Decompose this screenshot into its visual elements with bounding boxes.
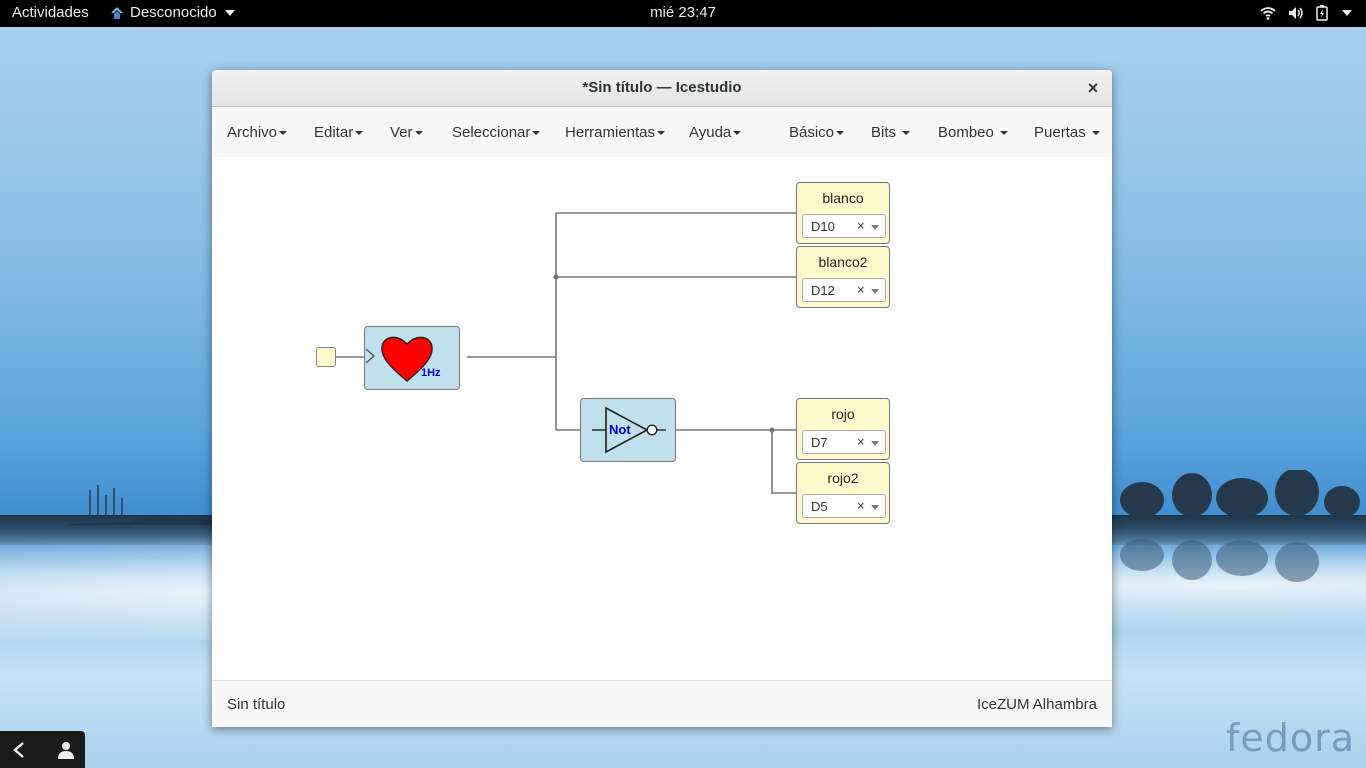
pin-select[interactable]: D7 × <box>802 430 886 454</box>
menu-label: Herramientas <box>565 124 656 141</box>
app-menu[interactable]: Desconocido <box>110 4 235 21</box>
clear-icon[interactable]: × <box>857 498 865 513</box>
pin-name: blanco <box>822 190 864 206</box>
menu-label: Básico <box>789 124 835 141</box>
menu-bits[interactable]: Bits <box>871 124 911 141</box>
clear-icon[interactable]: × <box>857 434 865 449</box>
window-title: *Sin título — Icestudio <box>582 79 742 96</box>
dropdown-arrow-icon[interactable] <box>871 505 879 510</box>
wires-layer <box>336 212 796 494</box>
caret-down-icon <box>902 130 911 135</box>
menu-label: Bits <box>871 124 897 141</box>
menu-herramientas[interactable]: Herramientas <box>565 124 666 141</box>
pin-select[interactable]: D10 × <box>802 214 886 238</box>
back-arrow-icon[interactable] <box>12 741 26 759</box>
wire-rojo2 <box>771 430 796 494</box>
caret-down-icon <box>836 130 845 135</box>
output-pin-rojo[interactable]: rojo D7 × <box>796 398 890 460</box>
menu-puertas[interactable]: Puertas <box>1034 124 1100 141</box>
user-icon[interactable] <box>56 740 76 760</box>
not-gate-block[interactable]: Not <box>580 398 676 462</box>
wifi-icon <box>1260 7 1276 20</box>
pin-value: D12 <box>811 283 835 298</box>
desktop-trees-right <box>1120 470 1360 582</box>
status-bar: Sin título IceZUM Alhambra <box>212 680 1112 727</box>
system-tray[interactable] <box>1260 5 1352 21</box>
battery-icon <box>1316 5 1328 21</box>
heart-icon <box>365 336 433 382</box>
caret-down-icon <box>414 130 423 135</box>
menu-label: Puertas <box>1034 124 1086 141</box>
pin-value: D7 <box>811 435 828 450</box>
menu-label: Seleccionar <box>452 124 531 141</box>
pin-value: D5 <box>811 499 828 514</box>
not-gate-icon <box>592 406 666 454</box>
desktop-trees-left <box>70 485 212 525</box>
menu-bombeo[interactable]: Bombeo <box>938 124 1008 141</box>
constant-input-block[interactable] <box>316 347 336 367</box>
caret-down-icon <box>355 130 364 135</box>
menu-label: Ayuda <box>689 124 732 141</box>
app-icon <box>111 6 123 19</box>
menu-seleccionar[interactable]: Seleccionar <box>452 124 541 141</box>
fedora-logo: fedora <box>1226 716 1356 760</box>
gnome-top-bar: Actividades Desconocido mié 23:47 <box>0 0 1366 27</box>
menu-label: Ver <box>390 124 413 141</box>
project-name: Sin título <box>227 696 286 713</box>
pin-select[interactable]: D5 × <box>802 494 886 518</box>
not-label: Not <box>609 422 631 437</box>
clock: mié 23:47 <box>0 4 1366 21</box>
menu-label: Editar <box>314 124 354 141</box>
caret-down-icon <box>733 130 742 135</box>
wire-junction <box>769 427 775 433</box>
output-pin-blanco[interactable]: blanco D10 × <box>796 182 890 244</box>
design-canvas[interactable]: 1Hz Not blanco D10 × blanco2 D12 <box>212 157 1112 680</box>
menu-basico[interactable]: Básico <box>789 124 845 141</box>
output-pin-blanco2[interactable]: blanco2 D12 × <box>796 246 890 308</box>
clear-icon[interactable]: × <box>857 218 865 233</box>
activities-button[interactable]: Actividades <box>12 4 89 21</box>
window-titlebar[interactable]: *Sin título — Icestudio × <box>212 70 1112 107</box>
icestudio-window: *Sin título — Icestudio × Archivo Editar… <box>212 70 1112 727</box>
dropdown-arrow-icon[interactable] <box>871 441 879 446</box>
menu-bar: Archivo Editar Ver Seleccionar Herramien… <box>212 107 1112 158</box>
pin-name: blanco2 <box>818 254 868 270</box>
close-button[interactable]: × <box>1087 78 1099 98</box>
menu-editar[interactable]: Editar <box>314 124 364 141</box>
caret-down-icon <box>279 130 288 135</box>
output-pin-rojo2[interactable]: rojo2 D5 × <box>796 462 890 524</box>
menu-label: Bombeo <box>938 124 994 141</box>
pin-name: rojo2 <box>827 470 859 486</box>
board-name[interactable]: IceZUM Alhambra <box>976 696 1097 713</box>
pin-name: rojo <box>831 406 855 422</box>
clear-icon[interactable]: × <box>857 282 865 297</box>
app-menu-label: Desconocido <box>130 4 217 21</box>
pin-select[interactable]: D12 × <box>802 278 886 302</box>
menu-ver[interactable]: Ver <box>390 124 423 141</box>
menu-label: Archivo <box>227 124 278 141</box>
menu-archivo[interactable]: Archivo <box>227 124 288 141</box>
menu-ayuda[interactable]: Ayuda <box>689 124 742 141</box>
caret-down-icon <box>532 130 541 135</box>
pin-value: D10 <box>811 219 835 234</box>
chevron-down-icon <box>224 9 235 16</box>
bottom-dock <box>0 731 85 768</box>
dropdown-arrow-icon[interactable] <box>871 289 879 294</box>
caret-down-icon <box>1091 130 1100 135</box>
dropdown-arrow-icon[interactable] <box>871 225 879 230</box>
caret-down-icon <box>999 130 1008 135</box>
heart-label: 1Hz <box>421 367 441 379</box>
wire-junction <box>553 274 559 280</box>
tray-chevron-down-icon <box>1342 10 1352 16</box>
clock-label[interactable]: mié 23:47 <box>650 4 716 21</box>
heart-1hz-block[interactable]: 1Hz <box>364 326 460 390</box>
caret-down-icon <box>657 130 666 135</box>
volume-icon <box>1289 7 1303 19</box>
